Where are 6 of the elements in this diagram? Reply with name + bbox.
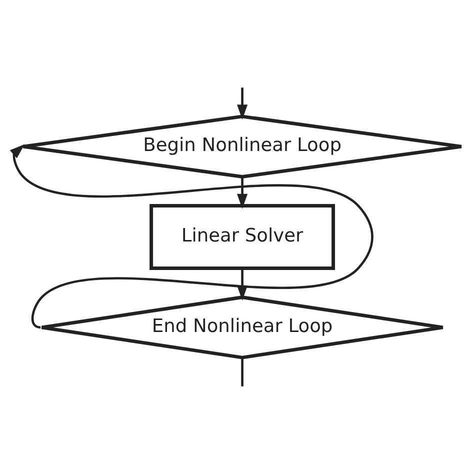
connector — [240, 358, 243, 386]
arrow — [236, 88, 248, 120]
node-diamond: Begin Nonlinear Loop — [20, 114, 463, 178]
arrow — [236, 177, 248, 209]
node-diamond: End Nonlinear Loop — [40, 296, 444, 360]
node-box: Linear Solver — [149, 204, 335, 270]
